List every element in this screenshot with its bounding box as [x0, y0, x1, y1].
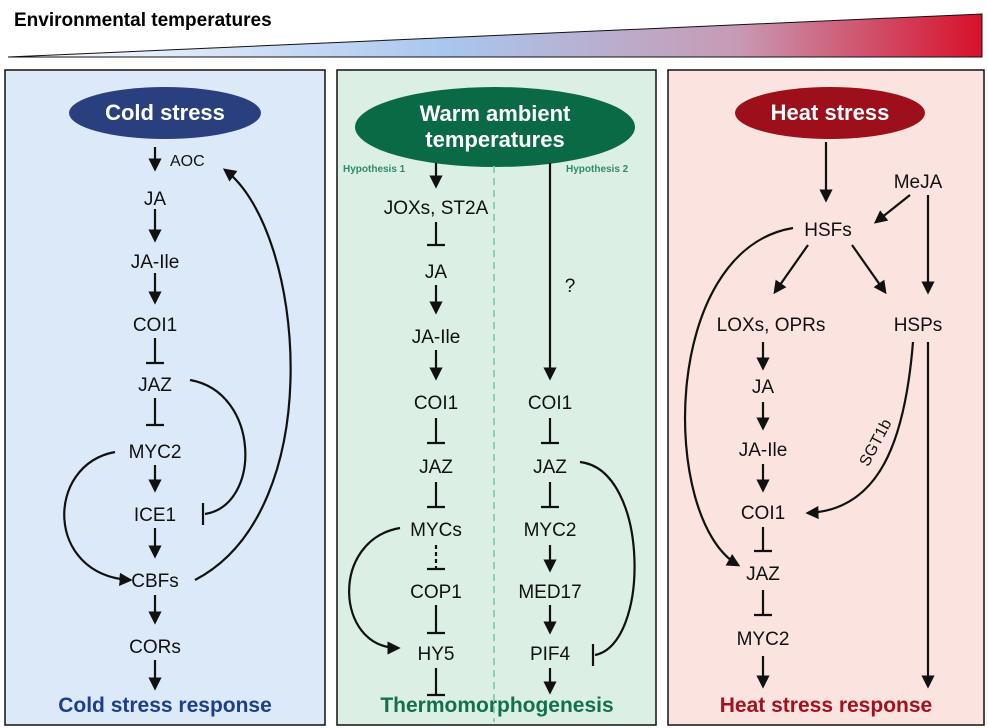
- cold-panel: [4, 69, 326, 726]
- heat-myc2: MYC2: [737, 629, 790, 650]
- cold-stress-label: Cold stress: [105, 100, 225, 125]
- warm-h1-ja: JA: [425, 262, 448, 283]
- warm-h1-jaz: JAZ: [419, 457, 453, 478]
- hypothesis1-label: Hypothesis 1: [343, 164, 406, 175]
- warm-h2-jaz: JAZ: [533, 457, 567, 478]
- warm-h2-myc2: MYC2: [524, 520, 577, 541]
- cold-jaz: JAZ: [138, 375, 172, 396]
- warm-footer: Thermomorphogenesis: [380, 694, 613, 717]
- warm-h2-question: ?: [565, 276, 576, 297]
- cold-footer: Cold stress response: [58, 694, 272, 717]
- cold-cors: CORs: [129, 637, 181, 658]
- warm-h1-joxs: JOXs, ST2A: [384, 198, 489, 219]
- warm-oval-line1: Warm ambient: [420, 101, 571, 126]
- cold-stress-oval: [69, 87, 261, 139]
- warm-oval: [355, 87, 635, 167]
- warm-h2-med17: MED17: [518, 582, 581, 603]
- warm-h1-cop1: COP1: [410, 582, 462, 603]
- heat-ja-ile: JA-Ile: [739, 440, 788, 461]
- warm-h1-hy5: HY5: [418, 644, 455, 665]
- heat-loxs-oprs: LOXs, OPRs: [717, 315, 826, 336]
- hypothesis2-label: Hypothesis 2: [566, 164, 629, 175]
- heat-meja: MeJA: [894, 172, 943, 193]
- warm-h2-coi1: COI1: [528, 393, 572, 414]
- warm-h2-pif4: PIF4: [530, 644, 571, 665]
- cold-ja-ile: JA-Ile: [131, 252, 180, 273]
- warm-h1-coi1: COI1: [414, 393, 458, 414]
- header-title: Environmental temperatures: [14, 10, 272, 31]
- heat-ja: JA: [752, 377, 775, 398]
- heat-footer: Heat stress response: [720, 694, 932, 717]
- warm-h1-mycs: MYCs: [410, 520, 462, 541]
- cold-cbfs: CBFs: [131, 571, 179, 592]
- warm-oval-line2: temperatures: [425, 127, 564, 152]
- temperature-gradient-wedge: [7, 13, 983, 58]
- cold-ice1: ICE1: [134, 505, 176, 526]
- cold-myc2: MYC2: [129, 442, 182, 463]
- heat-stress-label: Heat stress: [771, 100, 890, 125]
- heat-stress-oval: [735, 87, 925, 139]
- warm-h1-ja-ile: JA-Ile: [412, 327, 461, 348]
- cold-ja: JA: [144, 189, 167, 210]
- heat-coi1: COI1: [741, 503, 785, 524]
- heat-hsps: HSPs: [894, 315, 943, 336]
- warm-panel: [336, 69, 657, 726]
- cold-coi1: COI1: [133, 315, 177, 336]
- cold-aoc: AOC: [170, 153, 205, 170]
- heat-jaz: JAZ: [746, 564, 780, 585]
- heat-hsfs: HSFs: [804, 220, 852, 241]
